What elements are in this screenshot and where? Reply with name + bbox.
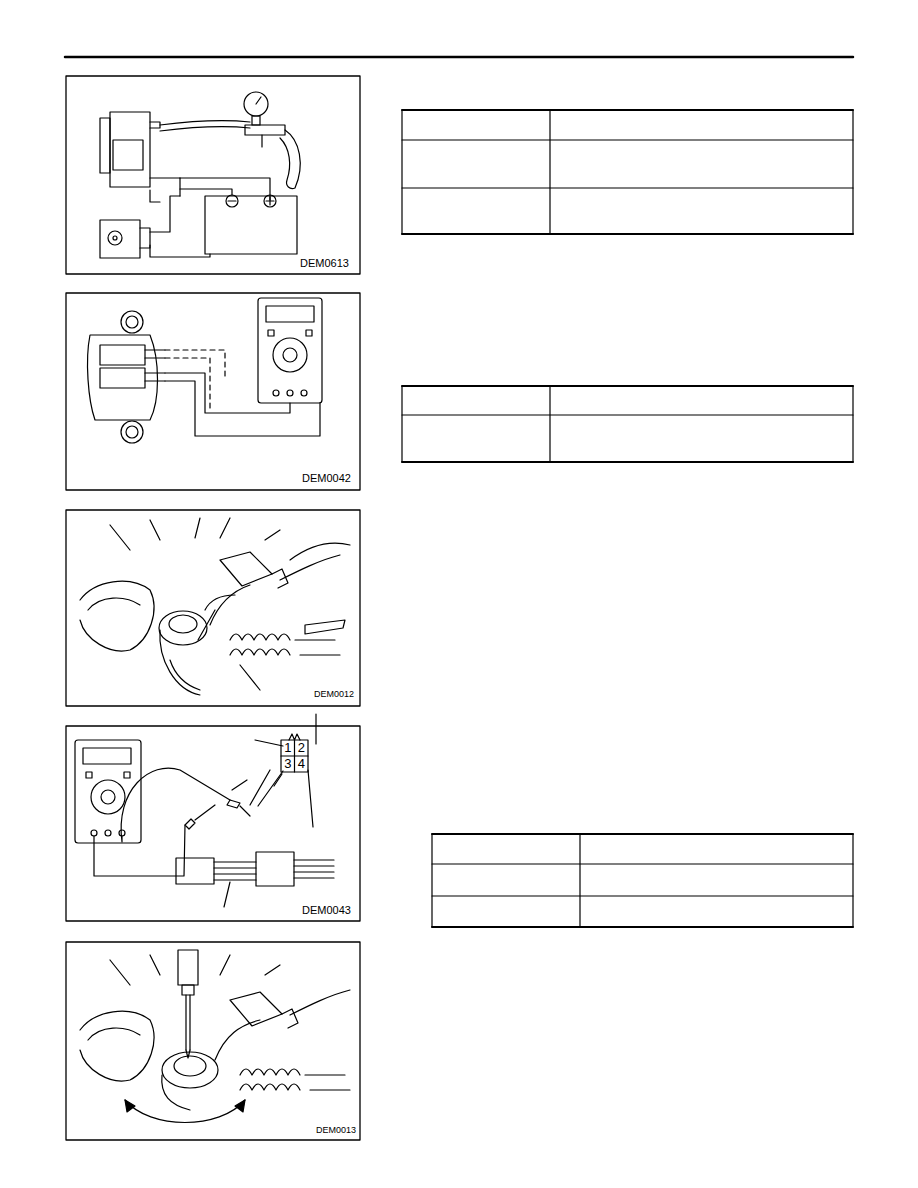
spec-tables (402, 110, 853, 927)
pin-number: 2 (295, 741, 309, 754)
header-rule (65, 56, 853, 59)
figure-code: DEM0043 (302, 905, 351, 916)
figure-code: DEM0613 (300, 258, 349, 269)
pin-number: 4 (295, 757, 309, 770)
valve-test-illustration (100, 92, 300, 258)
resistance-test-illustration (88, 298, 322, 443)
pin-number: 3 (281, 757, 295, 770)
pin-number: 1 (281, 741, 295, 754)
figure-frames (66, 76, 360, 1140)
connector-test-illustration (75, 714, 334, 907)
sensor-adjustment-illustration (80, 950, 350, 1123)
sensor-location-illustration (80, 518, 350, 695)
figure-code: DEM0042 (302, 473, 351, 484)
figure-code: DEM0013 (316, 1126, 356, 1135)
figure-code: DEM0012 (314, 690, 354, 699)
